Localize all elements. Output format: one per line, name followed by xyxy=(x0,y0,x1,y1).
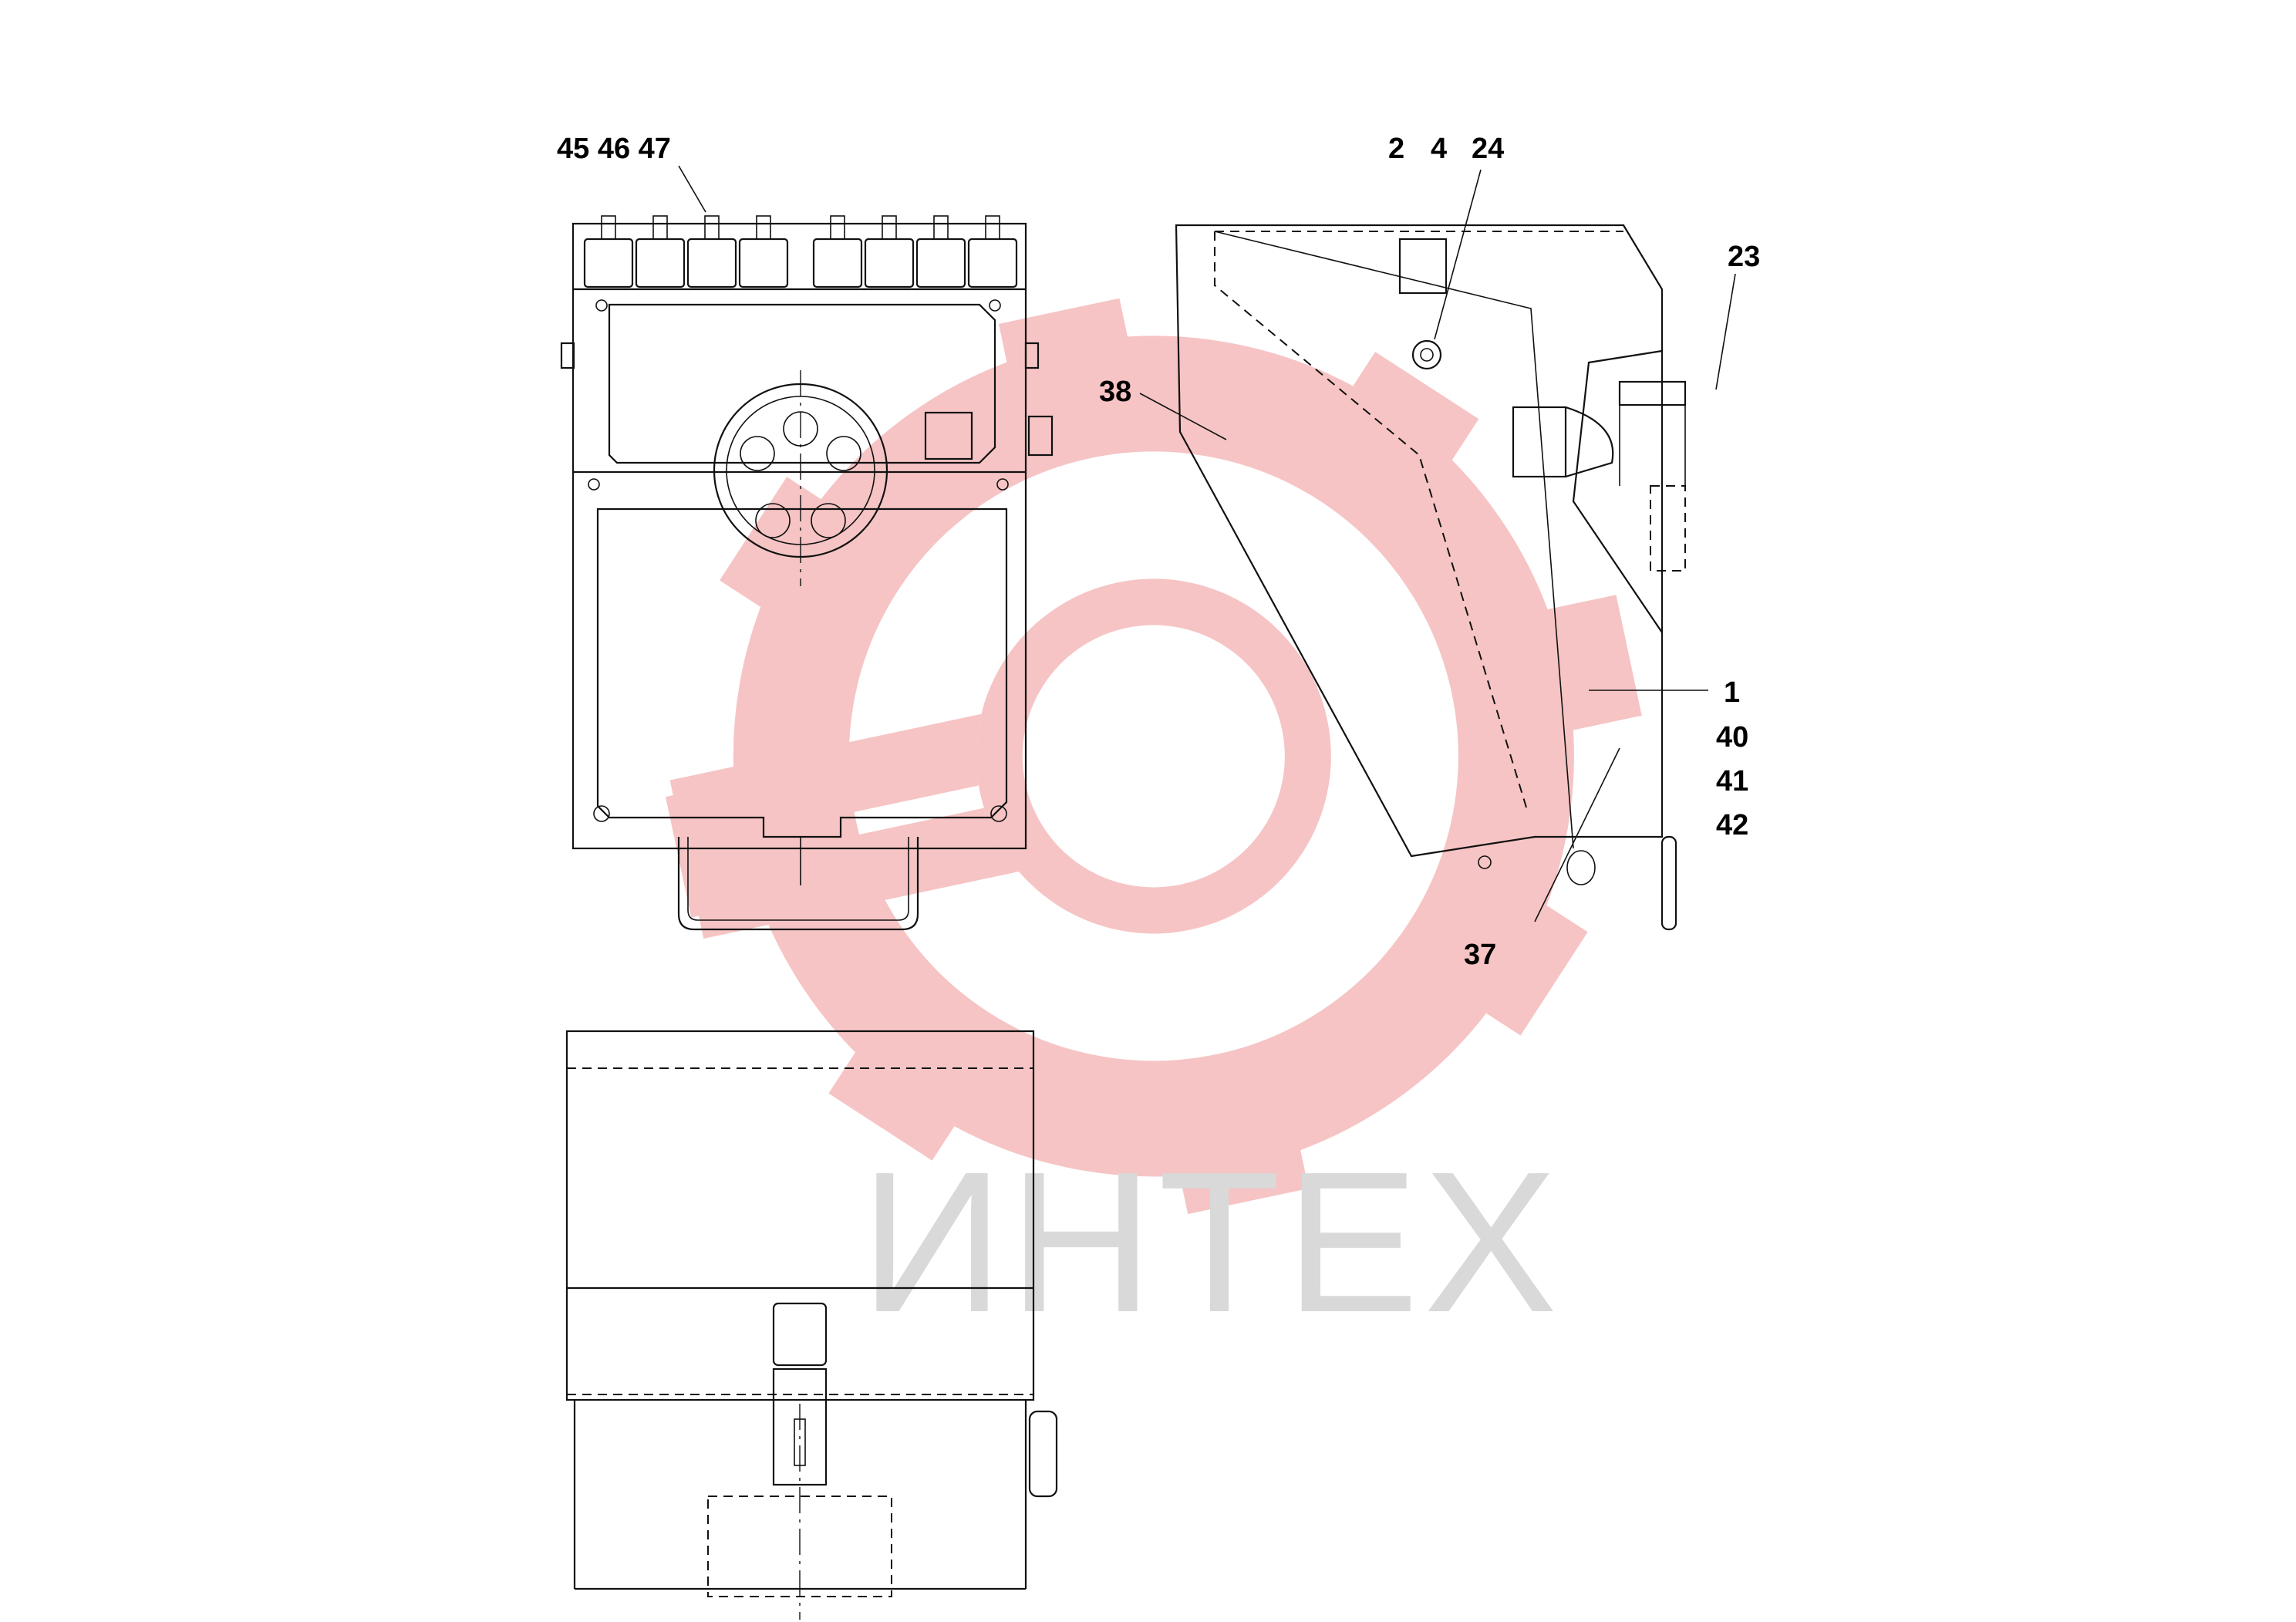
callouts: 45 46 47 2 4 24 23 38 1 40 41 42 37 xyxy=(557,133,1760,971)
callout-side-left: 38 xyxy=(1099,376,1131,408)
callout-side-b: 4 xyxy=(1431,133,1447,165)
terminal-blocks xyxy=(583,215,1018,288)
watermark-text: ИНТЕХ xyxy=(860,1131,1562,1354)
leaders xyxy=(678,165,1736,922)
callout-side-right-3: 41 xyxy=(1716,765,1748,798)
top-view xyxy=(565,1030,1058,1620)
callout-front-top: 45 46 47 xyxy=(557,133,671,165)
watermark: ИНТЕХ xyxy=(665,298,1642,1354)
callout-side-c: 24 xyxy=(1472,133,1504,165)
callout-side-bottom: 37 xyxy=(1464,939,1496,971)
callout-side-right-top: 23 xyxy=(1728,241,1760,273)
callout-side-right-4: 42 xyxy=(1716,809,1748,841)
side-view xyxy=(1175,224,1687,931)
callout-side-a: 2 xyxy=(1388,133,1404,165)
front-view xyxy=(560,215,1054,931)
callout-side-right-1: 1 xyxy=(1724,676,1740,709)
watermark-gear-logo xyxy=(665,298,1642,1215)
callout-side-right-2: 40 xyxy=(1716,721,1748,754)
